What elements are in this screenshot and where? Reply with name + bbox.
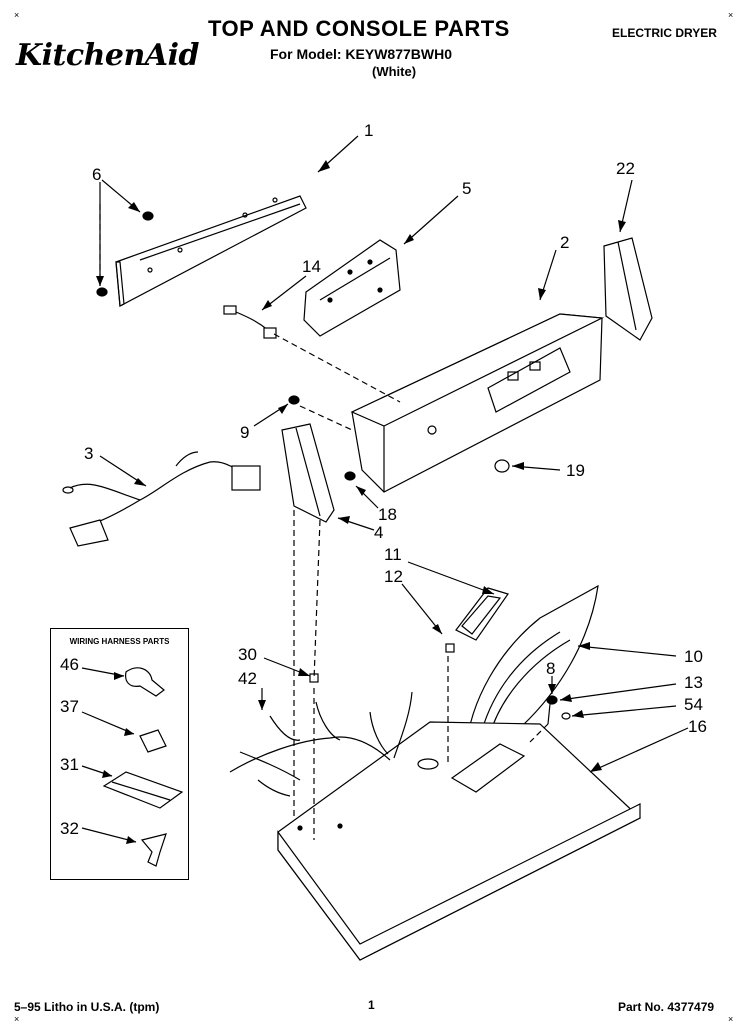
- callout-4: 4: [374, 523, 384, 542]
- callout-11: 11: [384, 545, 402, 564]
- litho-note: 5–95 Litho in U.S.A. (tpm): [14, 1000, 160, 1014]
- inset-title: WIRING HARNESS PARTS: [69, 637, 170, 646]
- callout-12: 12: [384, 567, 403, 586]
- corner-mark-top-right: ×: [728, 10, 734, 20]
- callout-16: 16: [688, 717, 707, 736]
- page-number: 1: [368, 998, 375, 1012]
- back-panel-part: [115, 195, 307, 307]
- screw-part-18: [344, 471, 356, 481]
- callout-32: 32: [60, 819, 79, 838]
- screw-part-9: [288, 395, 300, 405]
- wire-harness-part-42: [229, 673, 413, 797]
- console-part: [350, 313, 605, 493]
- panel-part-11: [455, 587, 509, 641]
- screw-part-13: [546, 695, 558, 705]
- wiring-harness-inset: WIRING HARNESS PARTS: [50, 628, 189, 880]
- callout-9: 9: [240, 423, 250, 442]
- callout-6: 6: [92, 165, 102, 184]
- part-number: Part No. 4377479: [618, 1000, 715, 1014]
- callout-37: 37: [60, 697, 79, 716]
- page-title: TOP AND CONSOLE PARTS: [208, 16, 510, 41]
- callout-1: 1: [364, 121, 374, 140]
- callout-30: 30: [238, 645, 257, 664]
- wire-jumper-part: [223, 305, 277, 339]
- brand-logo: KitchenAid: [16, 38, 199, 73]
- end-cap-left-part: [281, 423, 335, 523]
- callout-2: 2: [560, 233, 570, 252]
- callout-19: 19: [566, 461, 585, 480]
- callout-14: 14: [302, 257, 321, 276]
- corner-mark-bottom-left: ×: [14, 1014, 20, 1024]
- appliance-type: ELECTRIC DRYER: [612, 26, 717, 40]
- callout-46: 46: [60, 655, 79, 674]
- control-board-part: [303, 239, 401, 337]
- callout-5: 5: [462, 179, 472, 198]
- part-8-pin: [547, 703, 551, 725]
- clip-part-12: [445, 643, 455, 653]
- model-line: For Model: KEYW877BWH0: [270, 46, 453, 62]
- callout-10: 10: [684, 647, 703, 666]
- wire-harness-part-3: [62, 451, 261, 547]
- callout-22: 22: [616, 159, 635, 178]
- callout-18: 18: [378, 505, 397, 524]
- knob-part-19: [494, 459, 510, 473]
- callout-13: 13: [684, 673, 703, 692]
- callout-42: 42: [238, 669, 257, 688]
- corner-mark-top-left: ×: [14, 10, 20, 20]
- top-panel-part-16: [277, 721, 642, 961]
- end-cap-right-part: [603, 237, 653, 341]
- inset-parts: [81, 667, 184, 867]
- callout-31: 31: [60, 755, 79, 774]
- corner-mark-bottom-right: ×: [728, 1014, 734, 1024]
- callout-8: 8: [546, 659, 556, 678]
- nut-part-54: [561, 712, 571, 720]
- callout-3: 3: [84, 444, 94, 463]
- screw-part-6: [96, 211, 154, 297]
- callout-54: 54: [684, 695, 703, 714]
- color-line: (White): [372, 64, 417, 79]
